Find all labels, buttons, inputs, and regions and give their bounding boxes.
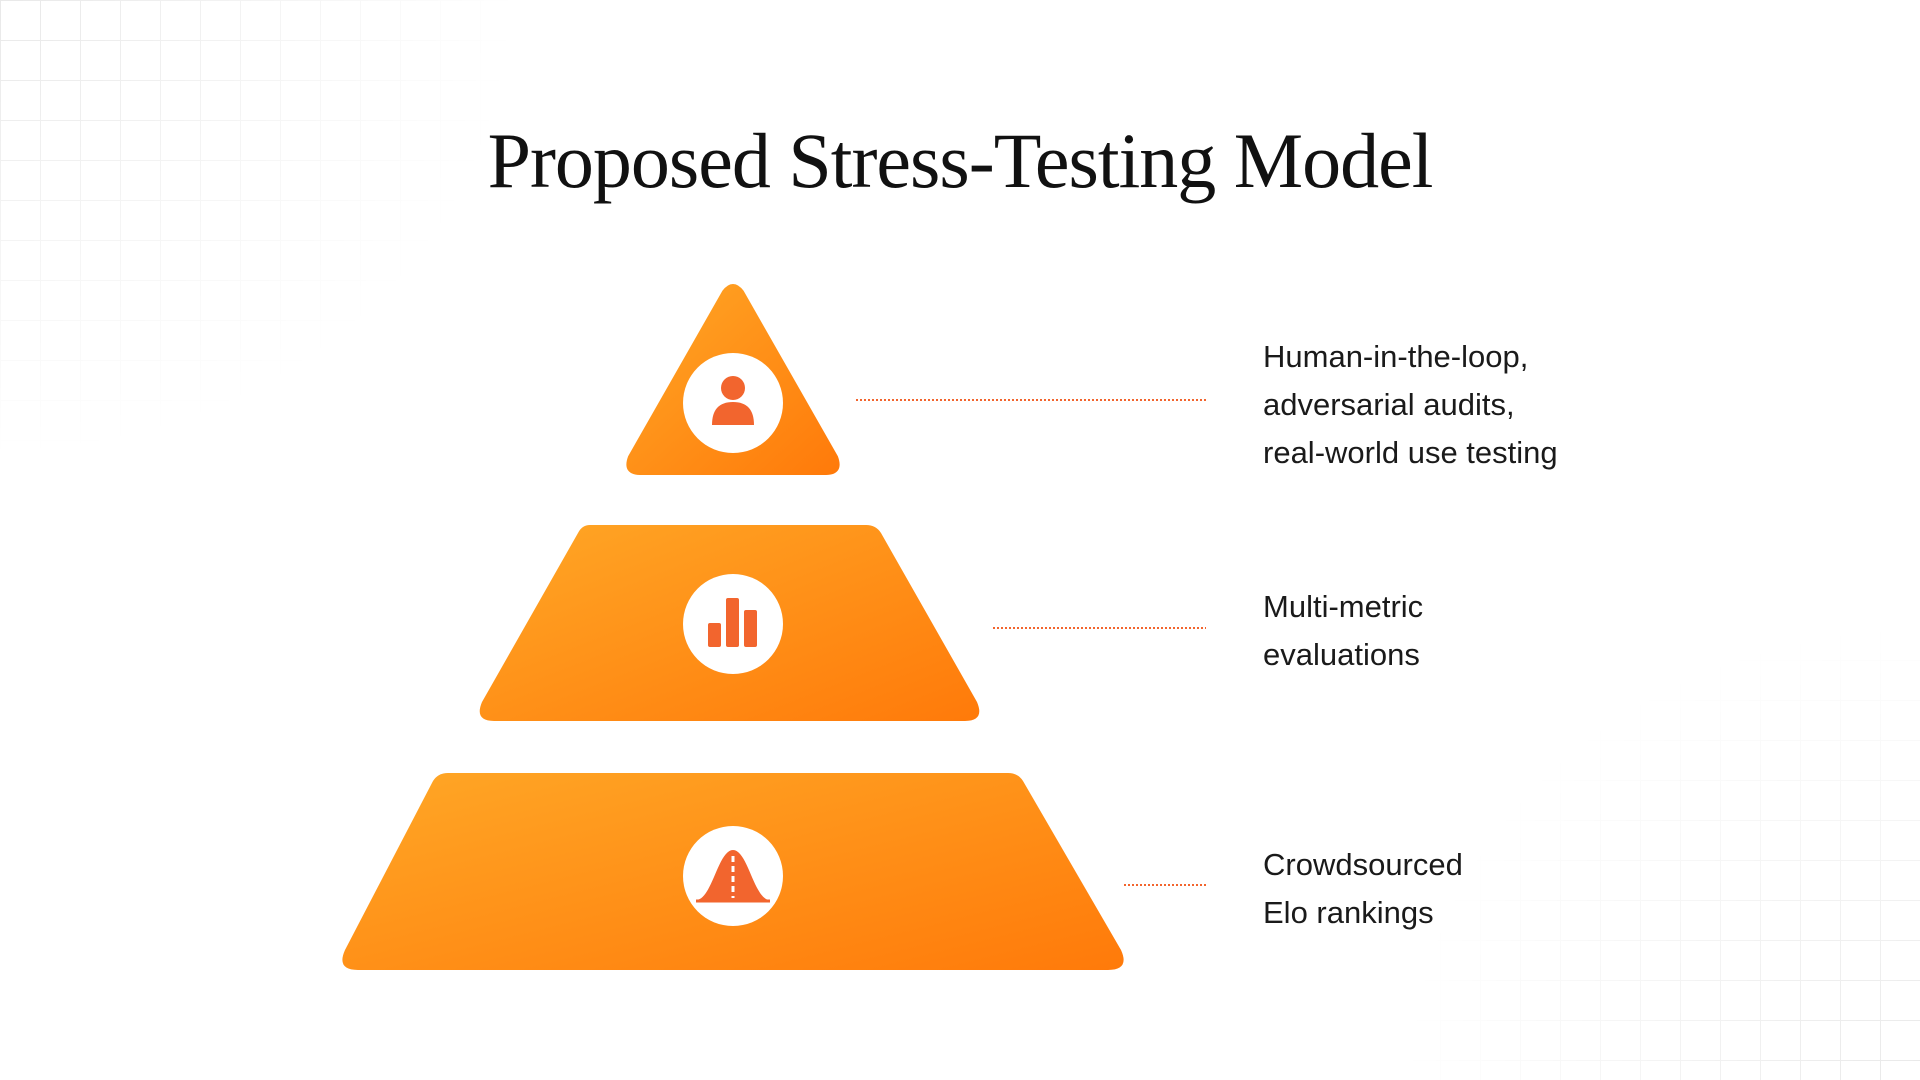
tier-middle-label: Multi-metric evaluations (1263, 583, 1423, 679)
pyramid-tier-top (626, 284, 840, 475)
tier-bottom-label: Crowdsourced Elo rankings (1263, 841, 1463, 937)
tier-top-label-line: adversarial audits, (1263, 387, 1515, 422)
tier-top-label: Human-in-the-loop, adversarial audits, r… (1263, 333, 1558, 477)
tier-middle-label-line: evaluations (1263, 637, 1420, 672)
bar-chart-icon (708, 598, 757, 647)
bell-curve-icon (696, 850, 770, 903)
background-grid-top-left (0, 0, 520, 460)
pyramid-tier-bottom (342, 773, 1124, 970)
tier-top-label-line: real-world use testing (1263, 435, 1558, 470)
background-grid-bottom-right (1400, 620, 1920, 1080)
tier-top-label-line: Human-in-the-loop, (1263, 339, 1529, 374)
pyramid-tier-middle (479, 525, 980, 721)
slide-title: Proposed Stress-Testing Model (487, 117, 1434, 204)
tier-bottom-label-line: Crowdsourced (1263, 847, 1463, 882)
tier-middle-label-line: Multi-metric (1263, 589, 1424, 624)
tier-bottom-label-line: Elo rankings (1263, 895, 1434, 930)
person-icon (712, 376, 754, 425)
